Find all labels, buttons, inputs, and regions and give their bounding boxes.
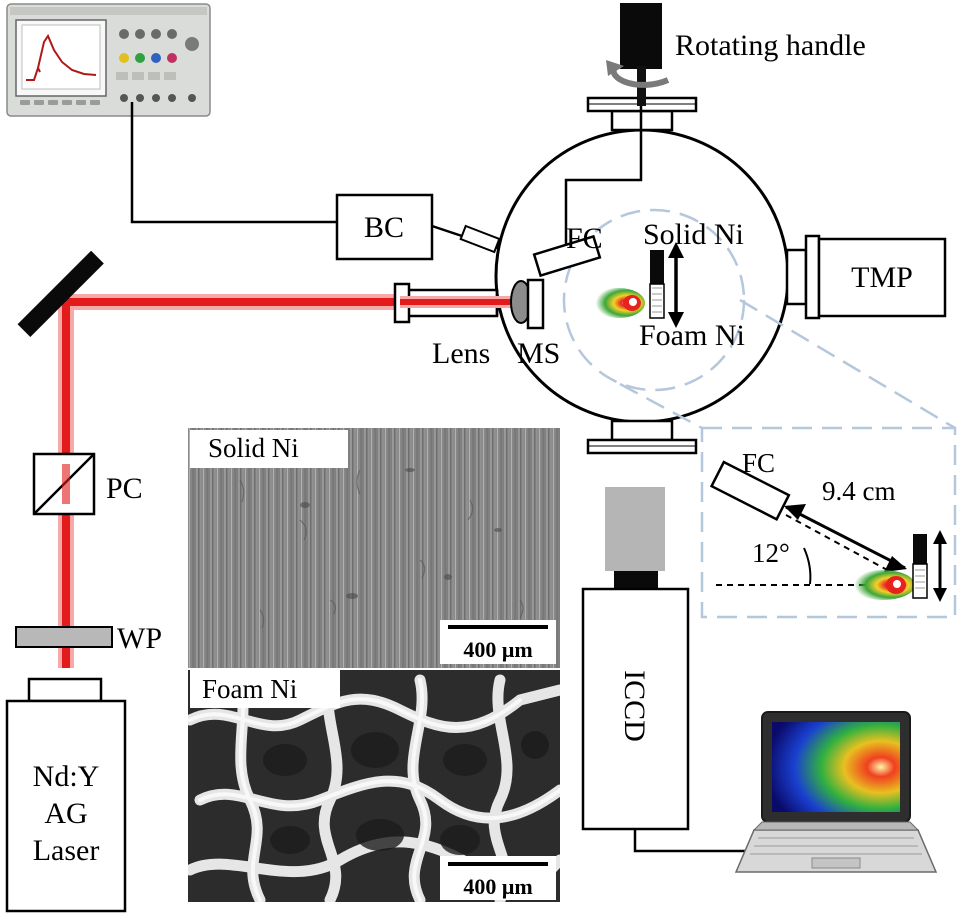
iccd-camera: ICCD <box>581 487 690 831</box>
magnified-region-circle <box>562 208 746 392</box>
oscilloscope-icon <box>6 3 211 117</box>
waveplate: WP <box>15 622 162 655</box>
laptop-icon <box>734 711 938 873</box>
pc-label: PC <box>106 472 143 505</box>
fc-support-rod <box>564 106 643 248</box>
vacuum-chamber <box>393 96 821 455</box>
cable-scope-bc <box>130 102 337 224</box>
inset-leader-lines <box>619 298 956 430</box>
sem-solid-ni-image: Solid Ni 400 μm <box>188 428 560 668</box>
fc-label: FC <box>566 222 603 255</box>
ms-label: MS <box>517 337 560 370</box>
sem-solid-title: Solid Ni <box>208 433 299 463</box>
sem-foam-title: Foam Ni <box>202 674 297 704</box>
ms-shutter: MS <box>517 278 560 370</box>
rotating-handle: Rotating handle <box>606 3 866 106</box>
bc-feedthrough <box>459 224 501 254</box>
faraday-cup: FC <box>532 222 603 278</box>
tmp-label: TMP <box>851 261 913 294</box>
lens-label: Lens <box>432 337 490 370</box>
sem-foam-title-bg <box>190 670 340 708</box>
cable-iccd-laptop <box>633 829 770 853</box>
laser-label-line2: AG <box>44 797 87 830</box>
inset-magnified-view: FC 9.4 cm 12° <box>700 426 957 619</box>
sem-foam-scale-label: 400 μm <box>463 874 532 899</box>
inset-angle-label: 12° <box>752 538 790 568</box>
polarizer-cube: PC <box>32 452 143 516</box>
bc-label: BC <box>364 211 404 244</box>
target-holder: Solid Ni Foam Ni <box>639 218 745 352</box>
rotation-arrow-icon <box>606 60 624 76</box>
sem-foam-scale-bar <box>448 862 548 866</box>
iccd-label: ICCD <box>618 670 651 742</box>
laser-label-line1: Nd:Y <box>33 760 100 793</box>
sem-solid-scale-label: 400 μm <box>463 637 532 662</box>
mirror-icon <box>17 250 104 338</box>
rotating-handle-label: Rotating handle <box>675 29 866 62</box>
bc-box: BC <box>335 193 434 261</box>
inset-fc-label: FC <box>742 448 775 478</box>
nd-yag-laser: Nd:Y AG Laser <box>5 677 127 913</box>
inset-distance-label: 9.4 cm <box>822 476 896 506</box>
plasma-plume <box>593 288 645 318</box>
foam-ni-label: Foam Ni <box>639 319 745 352</box>
lens: Lens <box>432 280 532 370</box>
solid-ni-label: Solid Ni <box>643 218 744 251</box>
tmp-pump: TMP <box>817 237 947 318</box>
laser-label-line3: Laser <box>33 834 100 867</box>
wp-label: WP <box>117 622 162 655</box>
